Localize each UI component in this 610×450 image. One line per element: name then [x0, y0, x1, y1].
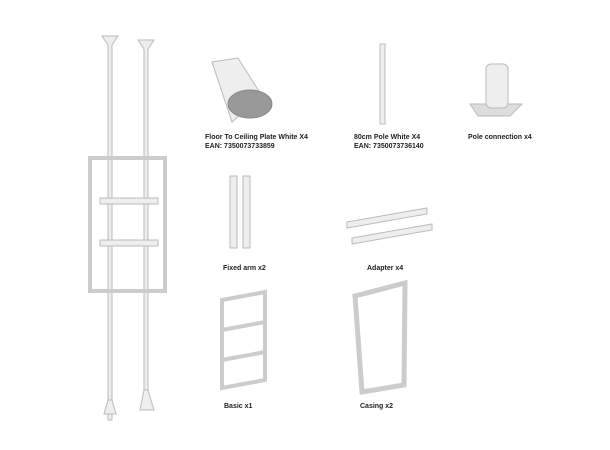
item-label: Floor To Ceiling Plate White X4 [205, 134, 308, 141]
item-fixed-arm: Fixed arm x2 [223, 265, 266, 272]
casing [352, 279, 408, 395]
item-basic: Basic x1 [224, 403, 253, 410]
fixed-arm [229, 175, 251, 249]
item-casing: Casing x2 [360, 403, 394, 410]
item-floor-ceiling-plate: Floor To Ceiling Plate White X4 EAN: 7350… [205, 133, 308, 151]
item-pole: 80cm Pole White X4 EAN: 7350073736140 [354, 133, 424, 151]
item-ean: EAN: 7350073733859 [205, 143, 275, 150]
item-ean: EAN: 7350073736140 [354, 143, 424, 150]
assembled-stand [88, 35, 167, 421]
basic-frame [220, 289, 267, 391]
item-pole-connection: Pole connection x4 [468, 134, 532, 141]
floor-ceiling-plate [211, 57, 273, 123]
item-adapter: Adapter x4 [367, 265, 404, 272]
pole [379, 43, 386, 125]
adapter [346, 207, 433, 245]
item-label: 80cm Pole White X4 [354, 134, 421, 141]
pole-connection [469, 63, 524, 117]
